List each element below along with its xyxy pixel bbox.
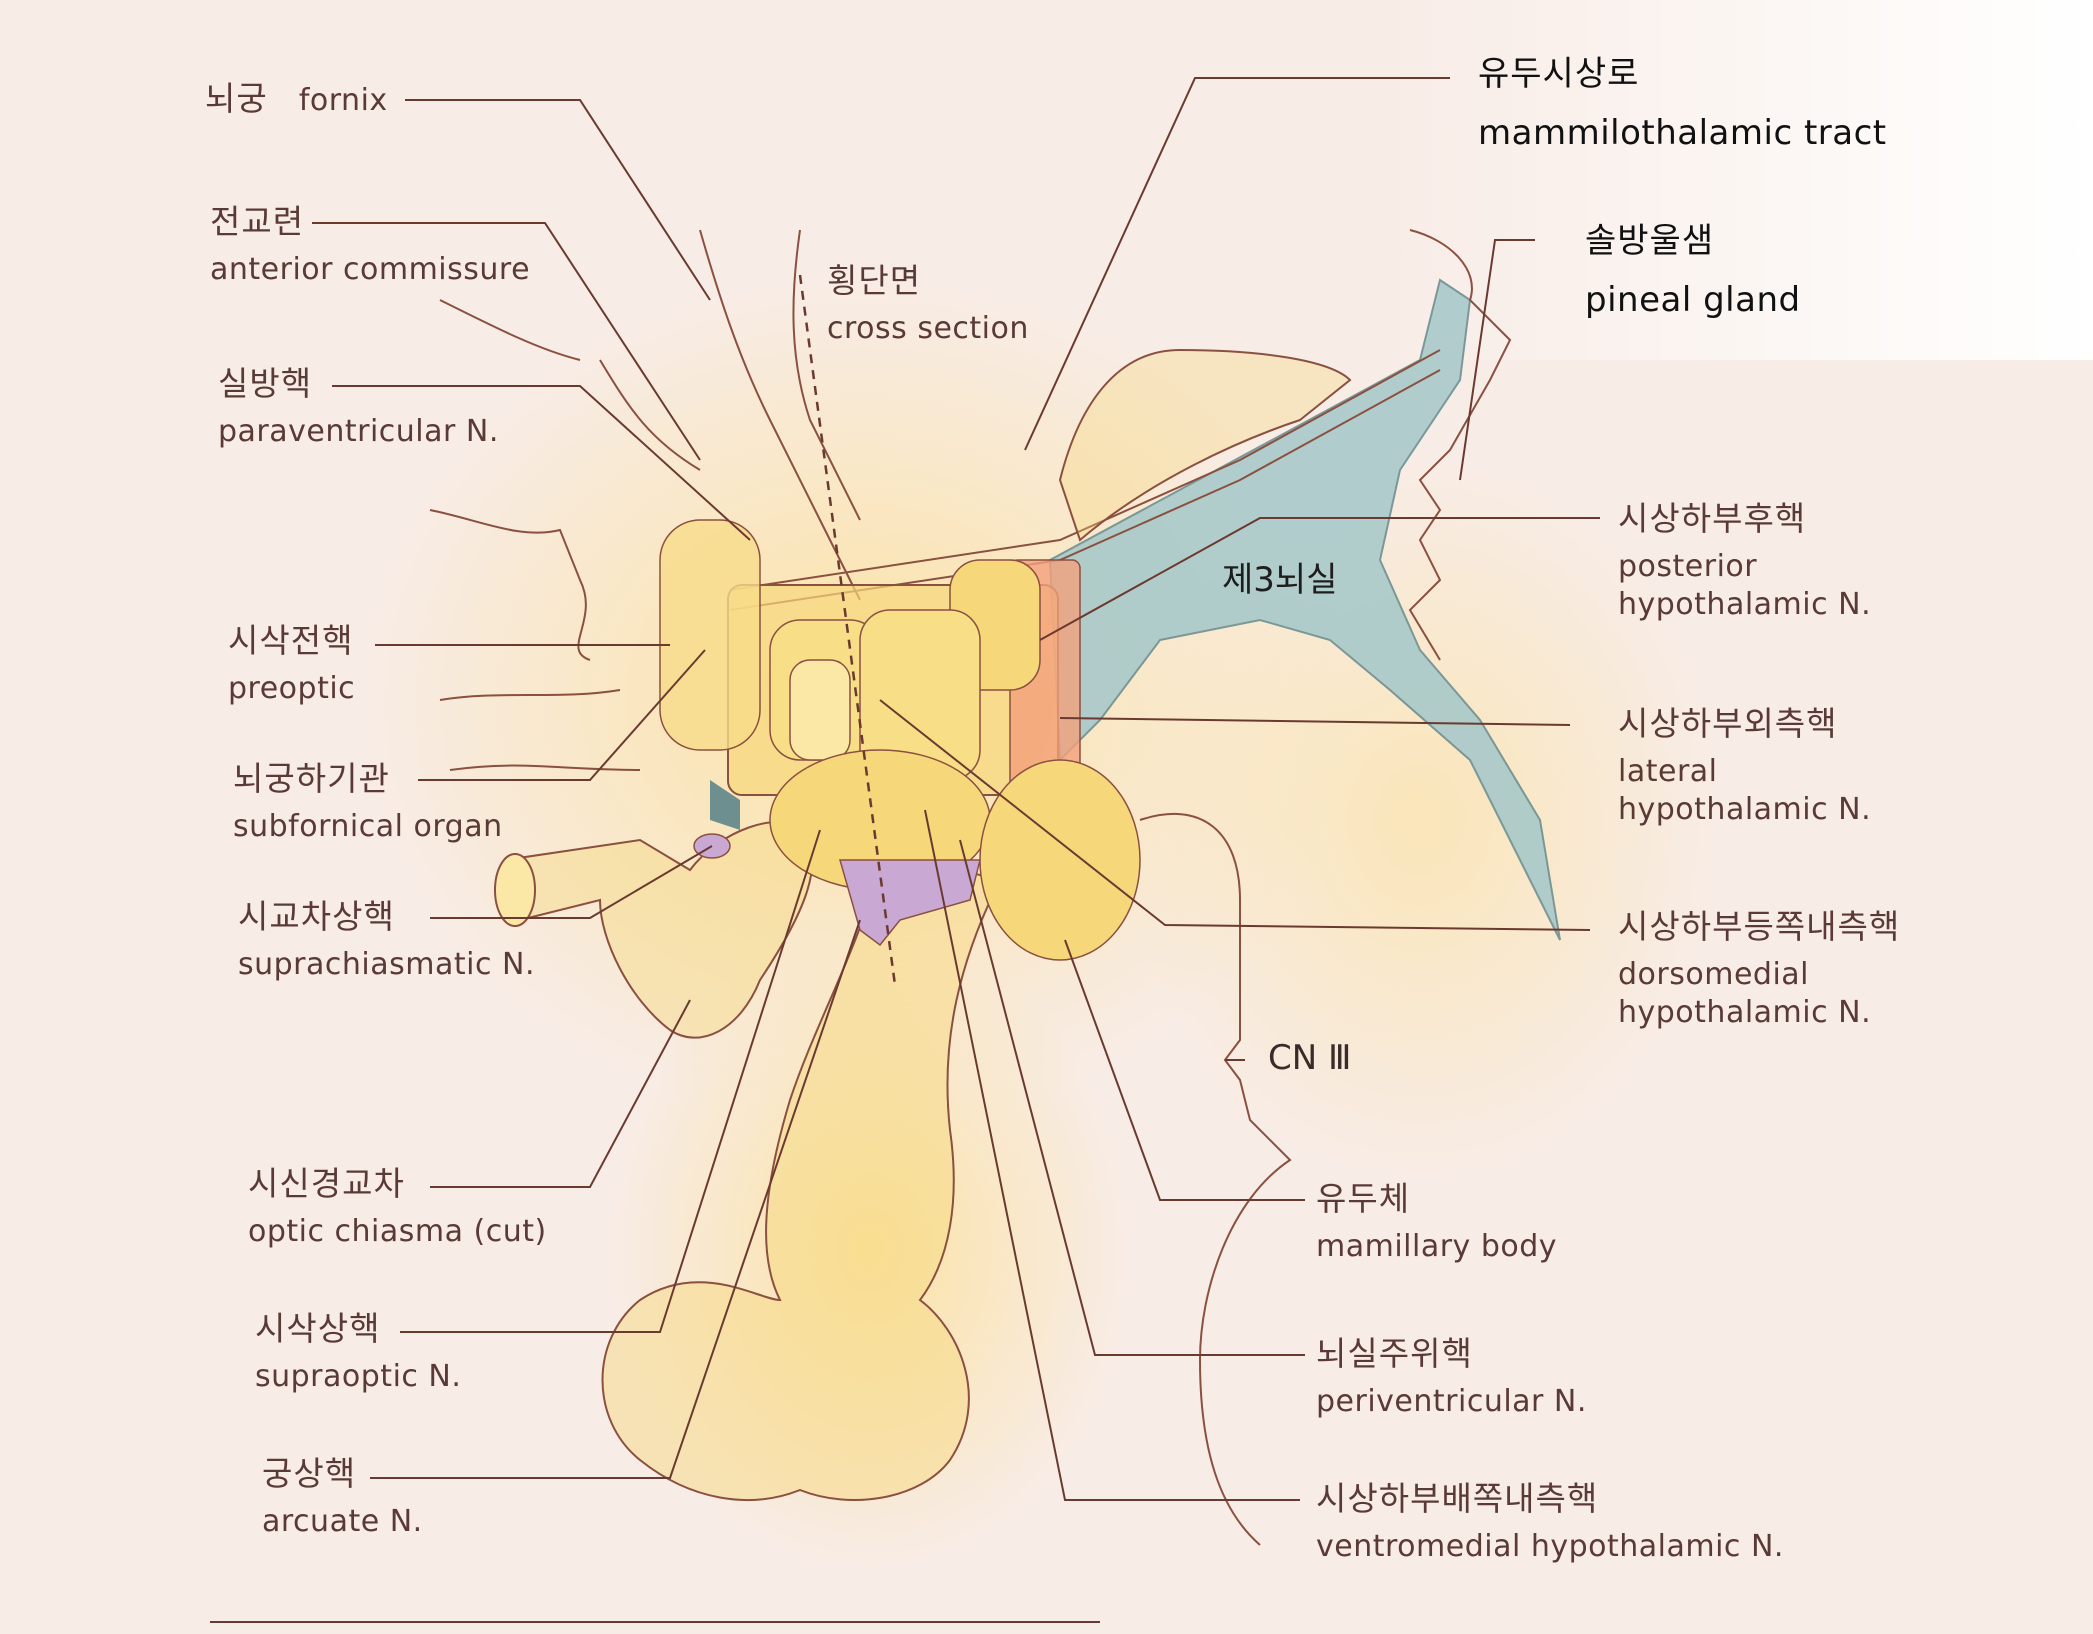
label-third-ventricle: 제3뇌실 <box>1222 560 1338 600</box>
pineal-outline <box>1408 229 1512 661</box>
label-mamillary-en: mamillary body <box>1316 1228 1558 1264</box>
label-paraventricular-ko: 실방핵 <box>218 364 313 403</box>
label-fornix-ko: 뇌궁 <box>205 79 268 118</box>
leader-mamillary <box>1064 939 1305 1201</box>
label-cn3: CN Ⅲ <box>1268 1038 1352 1078</box>
label-pineal-en: pineal gland <box>1585 280 1801 321</box>
optic-nerve-outline <box>504 821 814 1039</box>
label-lateral-ko: 시상하부외측핵 <box>1618 704 1838 743</box>
leader-ventromedial <box>924 809 1300 1501</box>
label-posterior-hypothalamic: 시상하부후핵 posterior hypothalamic N. <box>1618 500 1871 623</box>
top-right-fade <box>1380 0 2093 360</box>
leader-posterior <box>1039 517 1600 641</box>
label-suprachiasmatic-ko: 시교차상핵 <box>238 897 395 936</box>
label-suprachiasmatic-en: suprachiasmatic N. <box>238 946 535 982</box>
label-fornix: 뇌궁 fornix <box>205 80 388 119</box>
leader-supraoptic <box>400 829 821 1333</box>
label-supraoptic-en: supraoptic N. <box>255 1358 462 1394</box>
subfornical-teal <box>710 780 740 830</box>
label-periventricular: 뇌실주위핵 periventricular N. <box>1316 1335 1587 1419</box>
label-ventromedial: 시상하부배쪽내측핵 ventromedial hypothalamic N. <box>1316 1480 1784 1564</box>
label-preoptic-ko: 시삭전핵 <box>228 621 354 660</box>
glow-right <box>1120 460 1720 1180</box>
label-pineal-ko: 솔방울샘 <box>1585 221 1715 261</box>
label-fornix-en: fornix <box>298 83 388 118</box>
label-dorsomedial-ko: 시상하부등쪽내측핵 <box>1618 907 1901 946</box>
leader-lines <box>312 77 1600 1501</box>
pituitary-outline <box>601 848 1002 1501</box>
label-cross-section-en: cross section <box>827 310 1029 346</box>
leader-anterior-commissure <box>312 222 701 461</box>
label-dorsomedial: 시상하부등쪽내측핵 dorsomedial hypothalamic N. <box>1618 908 1900 1031</box>
label-optic-chiasma: 시신경교차 optic chiasma (cut) <box>248 1165 547 1249</box>
leader-suprachiasmatic <box>430 845 713 919</box>
leader-subfornical <box>418 649 706 781</box>
label-supraoptic: 시삭상핵 supraoptic N. <box>255 1310 461 1394</box>
leader-fornix <box>405 99 711 301</box>
leader-arcuate <box>370 919 861 1479</box>
label-mamillary-ko: 유두체 <box>1316 1179 1411 1218</box>
label-anterior-commissure-ko: 전교련 <box>210 202 305 241</box>
label-periventricular-en: periventricular N. <box>1316 1383 1587 1419</box>
glow-lower <box>610 930 1130 1570</box>
label-posterior-en2: hypothalamic N. <box>1618 587 1872 623</box>
label-mammilothalamic: 유두시상로 mammilothalamic tract <box>1478 54 1887 154</box>
label-dorsomedial-en2: hypothalamic N. <box>1618 995 1872 1031</box>
label-preoptic: 시삭전핵 preoptic <box>228 622 355 706</box>
label-arcuate: 궁상핵 arcuate N. <box>262 1455 423 1539</box>
leader-dorsomedial <box>879 699 1591 931</box>
cross-section-line <box>798 274 897 986</box>
optic-nerve-cut-end <box>494 853 536 927</box>
label-subfornical: 뇌궁하기관 subfornical organ <box>233 760 503 844</box>
thalamus-outline <box>1058 348 1352 542</box>
label-periventricular-ko: 뇌실주위핵 <box>1316 1334 1473 1373</box>
label-mammilothalamic-en: mammilothalamic tract <box>1478 113 1887 154</box>
label-suprachiasmatic: 시교차상핵 suprachiasmatic N. <box>238 898 535 982</box>
label-anterior-commissure-en: anterior commissure <box>210 251 531 287</box>
label-anterior-commissure: 전교련 anterior commissure <box>210 203 530 287</box>
label-optic-chiasma-en: optic chiasma (cut) <box>248 1213 547 1249</box>
label-preoptic-en: preoptic <box>228 670 356 706</box>
label-ventromedial-en: ventromedial hypothalamic N. <box>1316 1528 1784 1564</box>
label-arcuate-ko: 궁상핵 <box>262 1454 357 1493</box>
preoptic-nucleus <box>659 519 761 751</box>
label-pineal: 솔방울샘 pineal gland <box>1585 221 1801 321</box>
label-paraventricular: 실방핵 paraventricular N. <box>218 365 499 449</box>
label-optic-chiasma-ko: 시신경교차 <box>248 1164 405 1203</box>
leader-mammilothalamic <box>1024 77 1450 451</box>
leader-periventricular <box>959 839 1305 1356</box>
label-subfornical-en: subfornical organ <box>233 808 503 844</box>
fornix-tract-2 <box>792 229 861 521</box>
leader-lateral <box>1059 717 1571 726</box>
fornix-tract <box>699 229 861 601</box>
label-mamillary-body: 유두체 mamillary body <box>1316 1180 1557 1264</box>
label-paraventricular-en: paraventricular N. <box>218 413 499 449</box>
label-arcuate-en: arcuate N. <box>262 1503 423 1539</box>
label-ventromedial-ko: 시상하부배쪽내측핵 <box>1316 1479 1599 1518</box>
label-cross-section: 횡단면 cross section <box>827 262 1029 346</box>
label-lateral-en2: hypothalamic N. <box>1618 792 1872 828</box>
periventricular-purple <box>839 859 981 947</box>
leader-paraventricular <box>332 385 751 541</box>
label-cross-section-ko: 횡단면 <box>827 261 922 300</box>
label-dorsomedial-en1: dorsomedial <box>1618 956 1809 992</box>
label-subfornical-ko: 뇌궁하기관 <box>233 759 390 798</box>
leader-pineal <box>1459 239 1535 481</box>
label-posterior-en1: posterior <box>1618 548 1758 584</box>
label-supraoptic-ko: 시삭상핵 <box>255 1309 381 1348</box>
nucleus-small <box>789 659 851 761</box>
label-mammilothalamic-ko: 유두시상로 <box>1478 54 1640 94</box>
label-posterior-ko: 시상하부후핵 <box>1618 499 1807 538</box>
tract-arc <box>729 349 1441 591</box>
leader-optic-chiasma <box>430 999 691 1188</box>
mamillary-nucleus <box>979 759 1141 961</box>
contour-top <box>439 299 701 471</box>
label-lateral-en1: lateral <box>1618 753 1718 789</box>
brainstem-outline <box>1139 812 1292 1546</box>
label-lateral-hypothalamic: 시상하부외측핵 lateral hypothalamic N. <box>1618 705 1871 828</box>
